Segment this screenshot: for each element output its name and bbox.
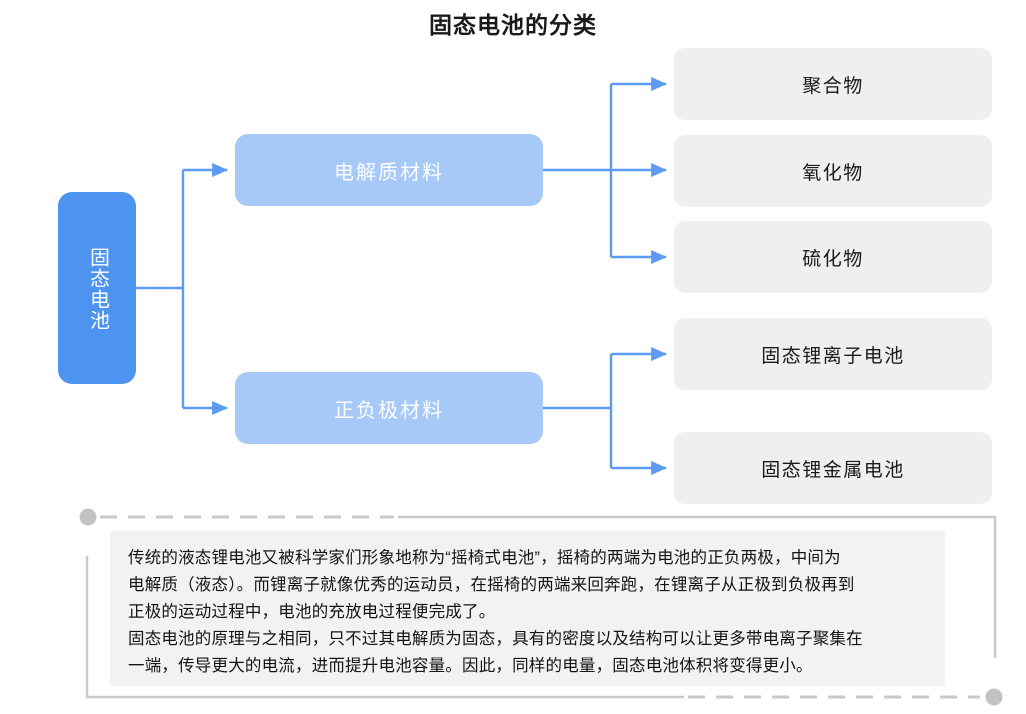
note-line: 一端，传导更大的电流，进而提升电池容量。因此，同样的电量，固态电池体积将变得更小… bbox=[128, 657, 813, 675]
explanation-note: 传统的液态锂电池又被科学家们形象地称为“摇椅式电池”，摇椅的两端为电池的正负两极… bbox=[110, 531, 945, 686]
node-leaf-solid-state-lithium-ion-battery[interactable]: 固态锂离子电池 bbox=[674, 318, 992, 390]
page-title: 固态电池的分类 bbox=[429, 12, 597, 38]
node-leaf-oxide[interactable]: 氧化物 bbox=[674, 135, 992, 207]
node-leaf-solid-state-lithium-metal-battery[interactable]: 固态锂金属电池 bbox=[674, 432, 992, 504]
node-root-solid-state-battery[interactable]: 固态电池 bbox=[58, 192, 136, 384]
note-line: 固态电池的原理与之相同，只不过其电解质为固态，具有的密度以及结构可以让更多带电离… bbox=[128, 630, 863, 648]
note-decorative-frame bbox=[78, 508, 1004, 706]
node-leaf-sulfide[interactable]: 硫化物 bbox=[674, 221, 992, 293]
note-line: 电解质（液态）。而锂离子就像优秀的运动员，在摇椅的两端来回奔跑，在锂离子从正极到… bbox=[128, 576, 855, 594]
note-line: 正极的运动过程中，电池的充放电过程便完成了。 bbox=[128, 603, 496, 621]
node-branch-electrode-material[interactable]: 正负极材料 bbox=[235, 372, 543, 444]
node-leaf-polymer[interactable]: 聚合物 bbox=[674, 48, 992, 120]
node-branch-electrolyte-material[interactable]: 电解质材料 bbox=[235, 134, 543, 206]
note-line: 传统的液态锂电池又被科学家们形象地称为“摇椅式电池”，摇椅的两端为电池的正负两极… bbox=[128, 549, 841, 567]
